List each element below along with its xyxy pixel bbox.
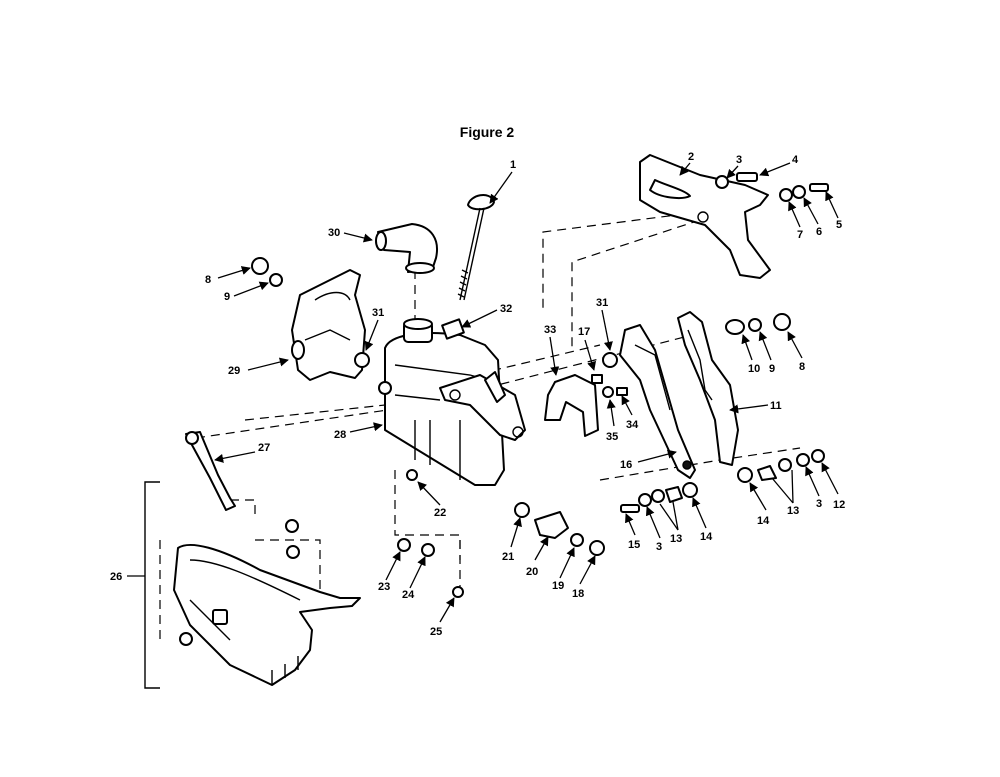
callout-24: 24: [402, 589, 415, 601]
callout-17: 17: [578, 326, 590, 338]
callout-14-right: 14: [757, 515, 770, 527]
callout-18: 18: [572, 588, 584, 600]
part-2-bracket: [639, 154, 771, 279]
callout-3-right: 3: [816, 498, 822, 510]
hardware-parts: [179, 172, 829, 646]
callout-14-lower: 14: [700, 531, 713, 543]
callout-8: 8: [205, 274, 211, 286]
callout-13-lower: 13: [670, 533, 682, 545]
figure-title: Figure 2: [460, 124, 515, 140]
callout-5: 5: [836, 219, 842, 231]
callout-7: 7: [797, 229, 803, 241]
callout-28: 28: [334, 429, 346, 441]
callout-34: 34: [626, 419, 639, 431]
callout-9: 9: [224, 291, 230, 303]
callout-1: 1: [510, 159, 516, 171]
callout-22: 22: [434, 507, 446, 519]
callout-32: 32: [500, 303, 512, 315]
callout-19: 19: [552, 580, 564, 592]
callout-9-right: 9: [769, 363, 775, 375]
callout-29: 29: [228, 365, 240, 377]
callout-33: 33: [544, 324, 556, 336]
callout-26: 26: [110, 571, 122, 583]
callout-31-right: 31: [596, 297, 608, 309]
callout-23: 23: [378, 581, 390, 593]
callout-35: 35: [606, 431, 618, 443]
callout-30: 30: [328, 227, 340, 239]
callout-11: 11: [770, 400, 782, 412]
part-28-housing: [378, 318, 526, 486]
part-16-link: [619, 324, 696, 479]
part-30-elbow: [375, 223, 438, 274]
part-11-arm: [677, 311, 739, 466]
part-27-lever: [185, 431, 236, 511]
callout-15: 15: [628, 539, 640, 551]
callout-25: 25: [430, 626, 442, 638]
callout-3-lower: 3: [656, 541, 662, 553]
callout-21: 21: [502, 551, 514, 563]
callout-3: 3: [736, 154, 742, 166]
callout-13-right: 13: [787, 505, 799, 517]
callout-27: 27: [258, 442, 270, 454]
part-29-guard: [291, 269, 366, 381]
callout-leaders: [127, 162, 839, 623]
part-1-shaft: [457, 194, 495, 301]
part-26-lower-guard: [144, 481, 361, 689]
callout-2: 2: [688, 151, 694, 163]
callout-12: 12: [833, 499, 845, 511]
callout-20: 20: [526, 566, 538, 578]
callout-4: 4: [792, 154, 799, 166]
callout-labels: 1 2 3 4 5 6 7 8 9 29 30 31 32 33 17 31 1…: [110, 151, 845, 638]
part-33-bracket: [544, 374, 599, 437]
callout-6: 6: [816, 226, 822, 238]
callout-16: 16: [620, 459, 632, 471]
callout-31-left: 31: [372, 307, 384, 319]
callout-10: 10: [748, 363, 760, 375]
callout-8-right: 8: [799, 361, 805, 373]
